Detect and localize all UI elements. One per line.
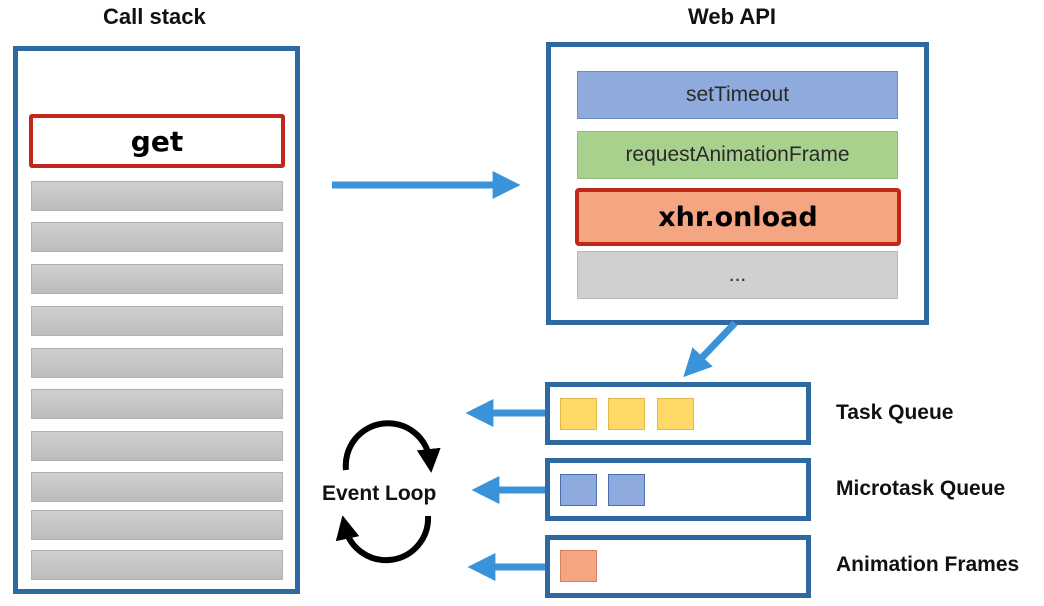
call-stack-slot <box>31 550 283 580</box>
task-queue-item <box>608 398 645 430</box>
call-stack-slot <box>31 264 283 294</box>
web-api-requestanimationframe: requestAnimationFrame <box>577 131 898 179</box>
call-stack-slot <box>31 222 283 252</box>
event-loop-label: Event Loop <box>322 482 437 505</box>
task-queue-label: Task Queue <box>836 401 954 424</box>
animation-frames-label: Animation Frames <box>836 553 1020 576</box>
call-stack-slot <box>31 181 283 211</box>
animation-frames-item <box>560 550 597 582</box>
event-loop-arc-bottom <box>335 515 432 564</box>
call-stack-slot <box>31 431 283 461</box>
call-stack-slot <box>31 306 283 336</box>
call-stack-slot <box>31 348 283 378</box>
call-stack-slot <box>31 472 283 502</box>
web-api-title: Web API <box>688 4 777 29</box>
call-stack-frame-get: get <box>29 114 285 168</box>
web-api-xhr-onload: xhr.onload <box>575 188 901 246</box>
web-api-more: ... <box>577 251 898 299</box>
call-stack-title: Call stack <box>103 4 206 29</box>
web-api-settimeout: setTimeout <box>577 71 898 119</box>
event-loop-arc-top <box>342 420 441 473</box>
call-stack-slot <box>31 389 283 419</box>
task-queue-item <box>560 398 597 430</box>
microtask-queue-item <box>560 474 597 506</box>
task-queue-item <box>657 398 694 430</box>
microtask-queue-label: Microtask Queue <box>836 477 1006 500</box>
call-stack-slot <box>31 510 283 540</box>
arrow-to-task-queue <box>683 320 738 378</box>
microtask-queue-item <box>608 474 645 506</box>
